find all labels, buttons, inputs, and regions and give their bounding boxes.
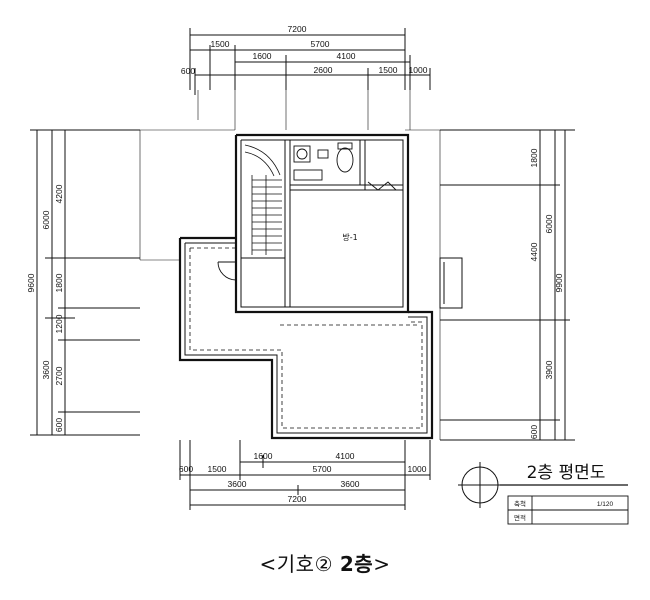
- dim-left-col2-b: 3600: [41, 360, 51, 379]
- right-balcony: [439, 257, 463, 309]
- dim-right-col1-b: 4400: [529, 242, 539, 261]
- dim-top-row2-a: 1500: [211, 39, 230, 49]
- caption-close: >: [373, 552, 391, 576]
- staircase: [244, 144, 282, 255]
- dim-right-col2-a: 6000: [544, 214, 554, 233]
- dim-left-col3-a: 4200: [54, 184, 64, 203]
- dashed-eave-lines: [189, 247, 423, 429]
- dim-top-row3-a: 1600: [253, 51, 272, 61]
- dim-top-row4-a: 600: [181, 66, 195, 76]
- dim-bot-row3-b: 3600: [341, 479, 360, 489]
- north-arrow: [458, 462, 502, 508]
- dim-right-col1-a: 1800: [529, 148, 539, 167]
- bottom-dimension-lines: [179, 440, 431, 510]
- area-label: 면적: [514, 513, 526, 522]
- caption-circled-number: ②: [314, 552, 334, 576]
- dim-bot-total: 7200: [288, 494, 307, 504]
- dim-left-col2-a: 6000: [41, 210, 51, 229]
- scale-value: 1/120: [597, 501, 614, 508]
- room-label: 방-1: [342, 232, 357, 242]
- dim-top-total: 7200: [288, 24, 307, 34]
- dim-top-row3-b: 4100: [337, 51, 356, 61]
- dim-top-row4-d: 1000: [409, 65, 428, 75]
- scale-label: 축척: [514, 499, 526, 508]
- dim-bot-row3-a: 3600: [228, 479, 247, 489]
- dim-right-col2-b: 3900: [544, 360, 554, 379]
- top-dimension-lines: [189, 28, 431, 95]
- title-block-table: [507, 495, 629, 525]
- bathroom-fixtures: [293, 142, 354, 181]
- dim-top-row2-b: 5700: [311, 39, 330, 49]
- dim-bot-row1-b: 4100: [336, 451, 355, 461]
- caption-floor: 2층: [339, 552, 374, 576]
- top-dimension-texts: 7200 1500 5700 1600 4100 600 2600 1500 1…: [181, 24, 428, 76]
- figure-caption: <기호② 2층>: [0, 548, 650, 577]
- dim-left-col3-d: 2700: [54, 366, 64, 385]
- exterior-walls: [178, 133, 434, 440]
- right-dimension-lines: [440, 129, 575, 441]
- drawing-title: 2층 평면도: [527, 463, 606, 483]
- dim-bot-row2-a: 600: [179, 464, 193, 474]
- floor-plan-drawing: 7200 1500 5700 1600 4100 600 2600 1500 1…: [26, 24, 629, 525]
- dim-left-col3-e: 600: [54, 418, 64, 432]
- bottom-dimension-texts: 1600 4100 600 1500 5700 1000 3600 3600 7…: [179, 451, 427, 504]
- dim-bot-row2-d: 1000: [408, 464, 427, 474]
- dim-left-col3-c: 1200: [54, 314, 64, 333]
- closet-doors: [367, 181, 398, 191]
- dim-bot-row1-a: 1600: [254, 451, 273, 461]
- dim-top-row4-c: 1500: [379, 65, 398, 75]
- dim-left-col3-b: 1800: [54, 273, 64, 292]
- caption-open: <기호: [259, 552, 315, 576]
- right-dimension-texts: 1800 4400 600 6000 3900 9900: [529, 148, 564, 439]
- left-dimension-lines: [30, 129, 140, 436]
- dim-bot-row2-b: 1500: [208, 464, 227, 474]
- dim-right-col1-c: 600: [529, 425, 539, 439]
- left-dimension-texts: 9600 6000 3600 4200 1800 1200 2700 600: [26, 184, 64, 432]
- door-swing: [217, 261, 237, 281]
- dim-left-total: 9600: [26, 273, 36, 292]
- inner-wall-lines: [184, 139, 428, 434]
- dim-top-row4-b: 2600: [314, 65, 333, 75]
- dim-bot-row2-c: 5700: [313, 464, 332, 474]
- dim-right-total: 9900: [554, 273, 564, 292]
